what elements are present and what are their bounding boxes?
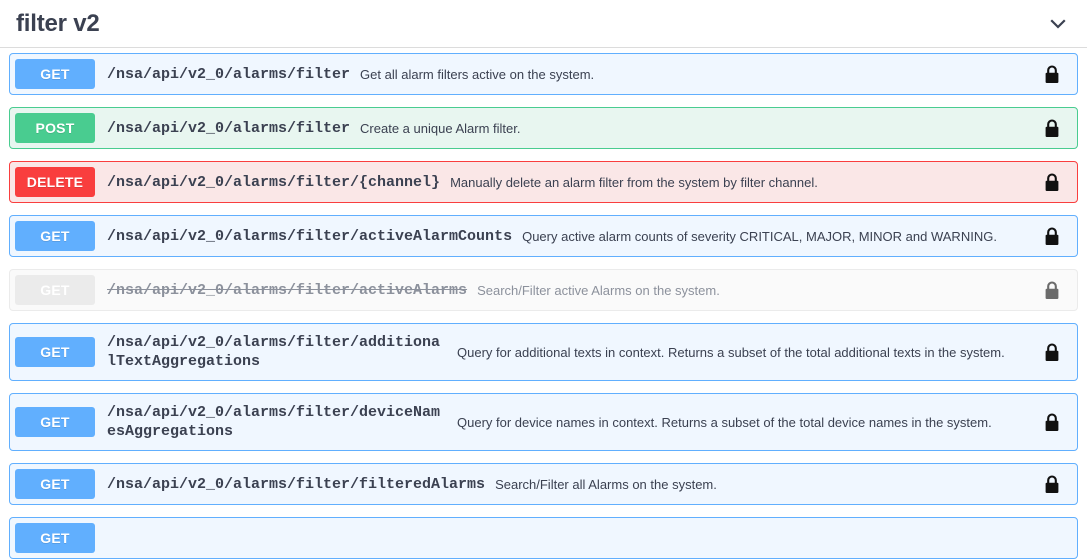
http-method-badge: GET [15, 469, 95, 499]
chevron-down-glyph [1050, 18, 1066, 29]
lock-glyph [1045, 226, 1059, 245]
lock-glyph [1045, 64, 1059, 83]
operation-row[interactable]: GET/nsa/api/v2_0/alarms/filter/activeAla… [9, 215, 1078, 257]
chevron-down-icon[interactable] [1043, 9, 1073, 39]
http-method-badge: DELETE [15, 167, 95, 197]
operation-path: /nsa/api/v2_0/alarms/filter/additionalTe… [107, 334, 441, 370]
operation-description: Query for device names in context. Retur… [457, 414, 992, 430]
lock-glyph [1045, 474, 1059, 493]
operation-row-inner: GET/nsa/api/v2_0/alarms/filter/activeAla… [10, 216, 1077, 256]
operation-path: /nsa/api/v2_0/alarms/filter [107, 119, 351, 137]
lock-icon[interactable] [1038, 474, 1066, 494]
operation-path: /nsa/api/v2_0/alarms/filter/activeAlarms [107, 281, 468, 299]
operation-row-inner: GET/nsa/api/v2_0/alarms/filter/filteredA… [10, 464, 1077, 504]
operation-row[interactable]: GET [9, 517, 1078, 559]
operation-description: Query for additional texts in context. R… [457, 344, 1005, 360]
operation-path: /nsa/api/v2_0/alarms/filter [107, 65, 351, 83]
operation-description: Create a unique Alarm filter. [360, 120, 521, 136]
operation-row[interactable]: DELETE/nsa/api/v2_0/alarms/filter/{chann… [9, 161, 1078, 203]
http-method-badge: POST [15, 113, 95, 143]
http-method-badge: GET [15, 275, 95, 305]
lock-icon[interactable] [1038, 342, 1066, 362]
operation-description: Search/Filter all Alarms on the system. [495, 476, 717, 492]
operation-row[interactable]: POST/nsa/api/v2_0/alarms/filter Create a … [9, 107, 1078, 149]
http-method-badge: GET [15, 407, 95, 437]
operation-description: Search/Filter active Alarms on the syste… [477, 282, 720, 298]
page-title: filter v2 [16, 9, 100, 37]
lock-glyph [1045, 118, 1059, 137]
tag-header-filter-v2[interactable]: filter v2 [0, 0, 1087, 48]
operation-description: Query active alarm counts of severity CR… [522, 228, 997, 244]
http-method-badge: GET [15, 523, 95, 553]
operation-path: /nsa/api/v2_0/alarms/filter/{channel} [107, 173, 441, 191]
operation-path: /nsa/api/v2_0/alarms/filter/filteredAlar… [107, 475, 486, 493]
operation-row[interactable]: GET/nsa/api/v2_0/alarms/filter/additiona… [9, 323, 1078, 381]
operation-path: /nsa/api/v2_0/alarms/filter/deviceNamesA… [107, 404, 441, 440]
operation-description: Get all alarm filters active on the syst… [360, 66, 595, 82]
operation-path: /nsa/api/v2_0/alarms/filter/activeAlarmC… [107, 227, 513, 245]
lock-glyph [1045, 280, 1059, 299]
lock-icon[interactable] [1038, 412, 1066, 432]
operation-row-inner: GET/nsa/api/v2_0/alarms/filter/additiona… [10, 324, 1077, 380]
operation-row-inner: GET/nsa/api/v2_0/alarms/filter/deviceNam… [10, 394, 1077, 450]
http-method-badge: GET [15, 59, 95, 89]
lock-icon[interactable] [1038, 280, 1066, 300]
lock-glyph [1045, 412, 1059, 431]
operation-row[interactable]: GET/nsa/api/v2_0/alarms/filter/filteredA… [9, 463, 1078, 505]
operation-row[interactable]: GET/nsa/api/v2_0/alarms/filter/deviceNam… [9, 393, 1078, 451]
lock-icon[interactable] [1038, 64, 1066, 84]
operation-row-inner: DELETE/nsa/api/v2_0/alarms/filter/{chann… [10, 162, 1077, 202]
operation-row-inner: GET [10, 518, 1077, 558]
operations-list: GET/nsa/api/v2_0/alarms/filter Get all al… [0, 48, 1087, 559]
lock-glyph [1045, 342, 1059, 361]
lock-icon[interactable] [1038, 226, 1066, 246]
http-method-badge: GET [15, 221, 95, 251]
operation-row[interactable]: GET/nsa/api/v2_0/alarms/filter Get all al… [9, 53, 1078, 95]
operation-row-inner: POST/nsa/api/v2_0/alarms/filter Create a … [10, 108, 1077, 148]
operation-row[interactable]: GET/nsa/api/v2_0/alarms/filter/activeAla… [9, 269, 1078, 311]
lock-icon[interactable] [1038, 172, 1066, 192]
operation-description: Manually delete an alarm filter from the… [450, 174, 818, 190]
http-method-badge: GET [15, 337, 95, 367]
operation-row-inner: GET/nsa/api/v2_0/alarms/filter/activeAla… [10, 270, 1077, 310]
lock-glyph [1045, 172, 1059, 191]
lock-icon[interactable] [1038, 118, 1066, 138]
operation-row-inner: GET/nsa/api/v2_0/alarms/filter Get all al… [10, 54, 1077, 94]
